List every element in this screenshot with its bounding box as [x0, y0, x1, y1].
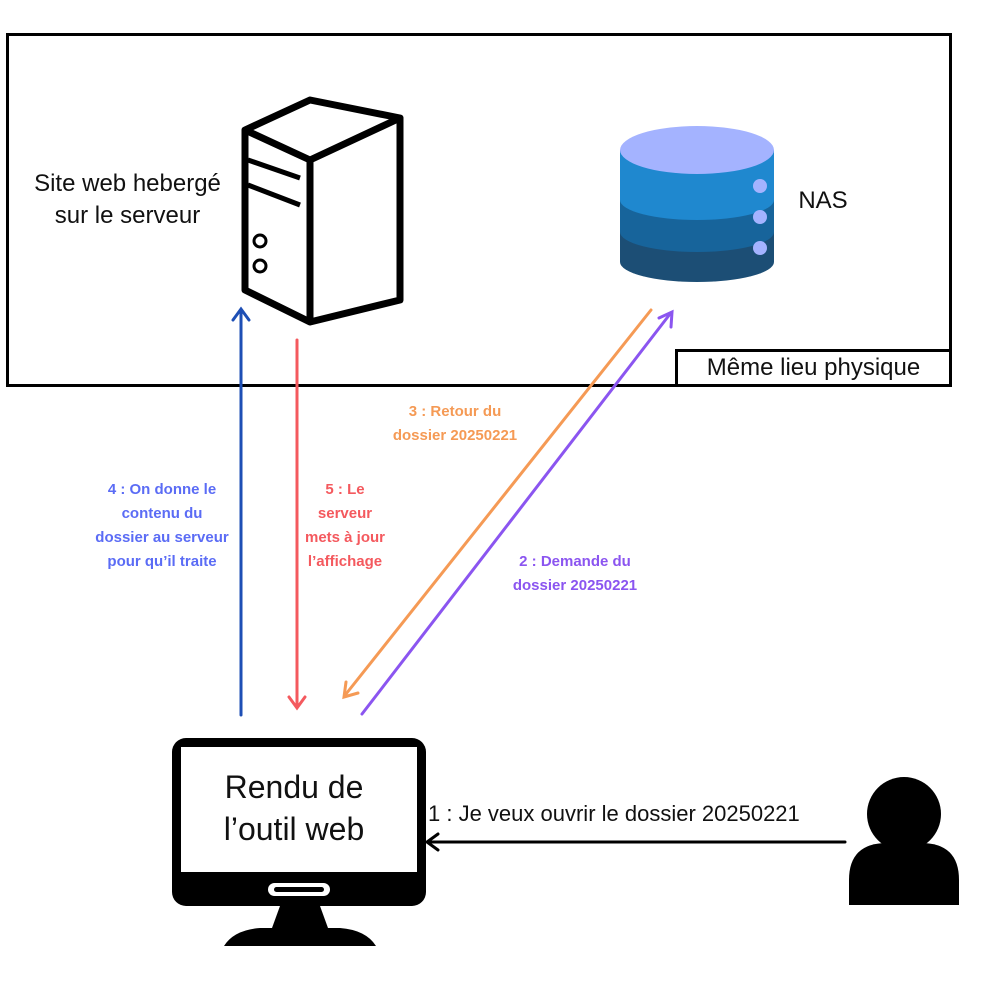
step4-line2: contenu du [121, 505, 203, 522]
arrow-step2 [360, 309, 674, 716]
step4-label: 4 : On donne le contenu du dossier au se… [72, 478, 252, 574]
server-label-line2: sur le serveur [54, 202, 201, 229]
step4-line1: 4 : On donne le [107, 481, 217, 498]
step5-line2: serveur [317, 505, 373, 522]
step2-line2: dossier 20250221 [512, 577, 638, 594]
step5-line4: l’affichage [307, 553, 383, 570]
arrow-step5 [287, 338, 307, 711]
server-icon [241, 96, 404, 326]
physical-location-label: Même lieu physique [675, 349, 952, 387]
user-icon [849, 777, 959, 905]
arrow-step1 [424, 832, 847, 852]
step1-label: 1 : Je veux ouvrir le dossier 20250221 [428, 801, 800, 826]
step5-line1: 5 : Le [325, 481, 365, 498]
server-label-line1: Site web hebergé [34, 170, 221, 197]
physical-location-boundary [6, 33, 952, 387]
monitor-text-line1: Rendu de [224, 769, 364, 805]
step3-line2: dossier 20250221 [392, 427, 518, 444]
step2-label: 2 : Demande du dossier 20250221 [485, 550, 665, 598]
step3-label: 3 : Retour du dossier 20250221 [365, 400, 545, 448]
arrow-step4 [231, 306, 251, 717]
server-label: Site web hebergé sur le serveur [0, 168, 255, 232]
nas-database-icon [620, 126, 774, 282]
arrow-step3 [342, 308, 653, 700]
monitor-icon [172, 738, 426, 946]
step5-line3: mets à jour [304, 529, 386, 546]
monitor-screen-text: Rendu de l’outil web [181, 766, 407, 850]
step5-label: 5 : Le serveur mets à jour l’affichage [285, 478, 405, 574]
step3-line1: 3 : Retour du [408, 403, 502, 420]
step4-line4: pour qu’il traite [107, 553, 217, 570]
step4-line3: dossier au serveur [95, 529, 229, 546]
monitor-text-line2: l’outil web [223, 811, 365, 847]
nas-label: NAS [798, 187, 848, 214]
step2-line1: 2 : Demande du [519, 553, 631, 570]
